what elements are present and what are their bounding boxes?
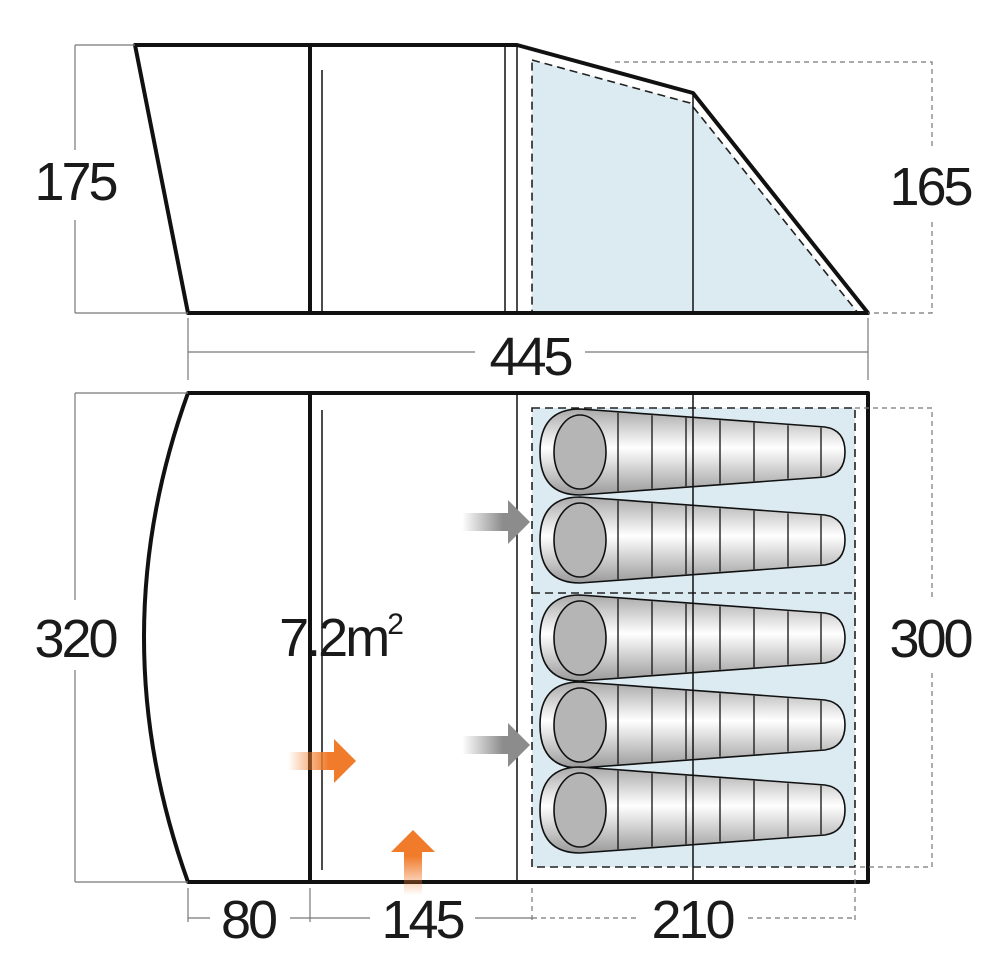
width-left-label: 320 [34,609,116,669]
sleeping-bag-hood [553,600,607,676]
floor-plan: 7.2m2 320 300 80 145 210 [20,391,986,960]
door-arrow-icon [462,500,530,544]
bedroom-length-label: 210 [651,890,733,950]
length-label: 445 [489,327,571,387]
side-view: 175 165 445 [20,43,980,387]
plan-outline [142,391,870,884]
sleeping-bag-hood [553,687,607,763]
sleeping-bag-hood [553,772,607,848]
side-outline [133,43,870,315]
entry-arrow-icon [288,739,356,783]
entry-arrow-icon [391,830,435,895]
height-right-label: 165 [889,157,971,217]
sleeping-bag-hood [553,502,607,578]
height-left-label: 175 [34,152,116,212]
dim-line-bedroom [531,870,856,922]
living-length-label: 145 [381,890,463,950]
area-label: 7.2m2 [279,608,403,668]
sleeping-bag-hood [553,414,607,490]
width-right-label: 300 [889,609,971,669]
door-arrow-icon [462,723,530,767]
porch-length-label: 80 [221,890,276,950]
